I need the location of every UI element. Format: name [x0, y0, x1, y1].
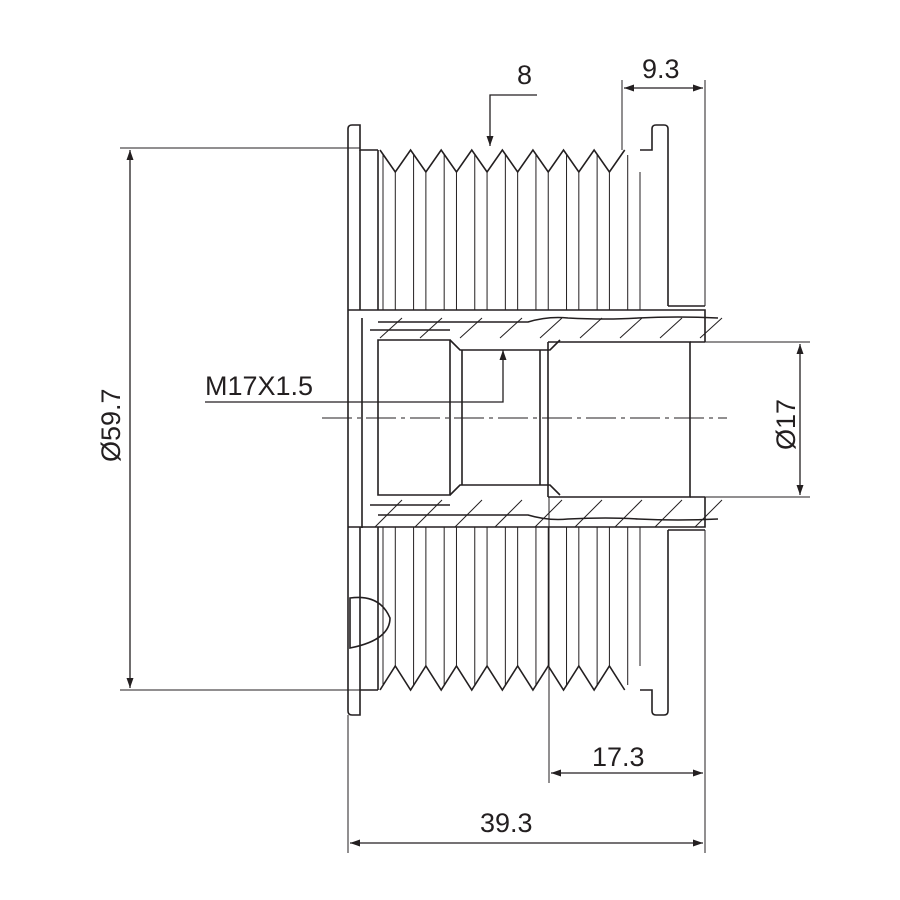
- hatch-line: [374, 499, 403, 528]
- hatch-line: [694, 499, 723, 528]
- hatch-line: [414, 499, 443, 528]
- overall-length-label: 39.3: [480, 808, 533, 838]
- hatch-line: [614, 499, 643, 528]
- hatch-line: [494, 499, 523, 528]
- hatch-line: [539, 317, 563, 339]
- hatch-line: [574, 499, 603, 528]
- hatch-line: [419, 317, 443, 339]
- rib-profile: [379, 148, 641, 692]
- hatch-line: [654, 499, 683, 528]
- dimension-bore-diameter: Ø17: [705, 341, 810, 498]
- dimension-overall-length: 39.3: [347, 715, 703, 853]
- hatch-line: [499, 317, 523, 339]
- hatch-line: [699, 317, 723, 339]
- rib-bottom-profile: [379, 664, 626, 692]
- dimension-outer-diameter: Ø59.7: [96, 147, 360, 691]
- pulley-outline: [347, 124, 706, 716]
- hatch-line: [579, 317, 603, 339]
- hatch-line: [454, 499, 483, 528]
- hatch-line: [659, 317, 683, 339]
- outer-diameter-label: Ø59.7: [96, 388, 126, 462]
- hatch-line: [379, 317, 403, 339]
- section-hatching: [374, 317, 723, 528]
- thread-label: M17X1.5: [205, 371, 313, 401]
- dimension-hub-length: 17.3: [548, 497, 706, 853]
- right-offset-label: 9.3: [642, 54, 680, 84]
- keyway-notch: [349, 596, 391, 649]
- hatch-line: [459, 317, 483, 339]
- dimension-rib-count: 8: [486, 60, 537, 146]
- rib-top-profile: [379, 148, 626, 174]
- hub-section: [361, 316, 723, 528]
- dimension-thread: M17X1.5: [205, 350, 507, 403]
- dimension-right-offset: 9.3: [621, 54, 706, 306]
- rib-count-label: 8: [517, 60, 532, 90]
- hub-length-label: 17.3: [592, 742, 645, 772]
- bore-diameter-label: Ø17: [771, 399, 801, 450]
- hatch-line: [619, 317, 643, 339]
